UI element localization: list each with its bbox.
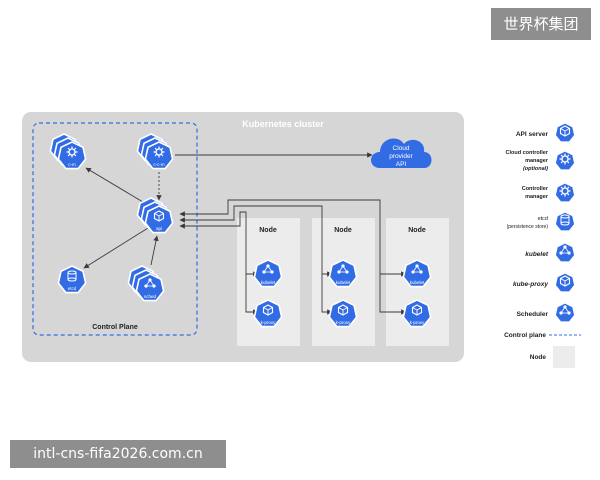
- legend-node: Node: [530, 354, 547, 361]
- svg-text:k-proxy: k-proxy: [336, 320, 352, 325]
- legend-kube-proxy-icon: [554, 272, 576, 293]
- legend-ccm-3: (optional): [523, 166, 548, 172]
- control-plane-label: Control Plane: [92, 324, 138, 331]
- svg-text:k-proxy: k-proxy: [261, 320, 277, 325]
- legend-kube-proxy: kube-proxy: [513, 281, 548, 288]
- legend-ccm-2: manager: [525, 158, 549, 164]
- kube-proxy-icon-2: k-proxy: [328, 299, 358, 328]
- cloud-shape: [371, 138, 432, 168]
- c-c-m-icon: c-c-m: [136, 133, 174, 170]
- svg-text:c-c-m: c-c-m: [153, 162, 164, 167]
- kube-proxy-icon-3: k-proxy: [402, 299, 432, 328]
- kubelet-icon-3: kubelet: [402, 259, 432, 288]
- legend-scheduler-icon: [554, 302, 576, 323]
- watermark-bottom: intl-cns-fifa2026.com.cn: [10, 440, 226, 468]
- cloud-label-3: API: [396, 161, 407, 168]
- legend-kubelet-icon: [554, 242, 576, 263]
- legend-scheduler: Scheduler: [517, 311, 549, 318]
- legend-cm-2: manager: [525, 194, 549, 200]
- legend-api-server: API server: [516, 131, 549, 138]
- cloud-label-1: Cloud: [393, 145, 410, 152]
- legend-cm-1: Controller: [522, 186, 549, 192]
- cluster-title: Kubernetes cluster: [242, 119, 324, 129]
- svg-text:etcd: etcd: [68, 286, 77, 291]
- scheduler-icon: sched: [127, 265, 165, 302]
- node-title-3: Node: [408, 227, 426, 234]
- legend-api-icon: [554, 122, 576, 143]
- control-plane-box: [32, 122, 198, 336]
- svg-text:kubelet: kubelet: [261, 280, 276, 285]
- legend-etcd-1: etcd: [538, 216, 548, 222]
- legend: API server Cloud controller manager (opt…: [504, 122, 581, 368]
- node-title-2: Node: [334, 227, 352, 234]
- etcd-icon: etcd: [57, 265, 87, 294]
- kube-proxy-icon-1: k-proxy: [253, 299, 283, 328]
- legend-node-swatch: [553, 346, 575, 368]
- svg-text:c-m: c-m: [68, 162, 76, 167]
- legend-ccm-1: Cloud controller: [506, 150, 549, 156]
- legend-control-plane: Control plane: [504, 332, 546, 339]
- svg-text:kubelet: kubelet: [410, 280, 425, 285]
- legend-cm-icon: [554, 182, 576, 203]
- cloud-label-2: provider: [389, 153, 413, 160]
- legend-etcd-icon: [554, 211, 576, 232]
- svg-text:kubelet: kubelet: [336, 280, 351, 285]
- kubelet-icon-2: kubelet: [328, 259, 358, 288]
- kubelet-icon-1: kubelet: [253, 259, 283, 288]
- watermark-top: 世界杯集团: [491, 8, 591, 40]
- svg-text:k-proxy: k-proxy: [410, 320, 426, 325]
- legend-etcd-2: (persistence store): [507, 224, 549, 230]
- svg-text:api: api: [156, 226, 162, 231]
- connections: [83, 152, 407, 315]
- node-title-1: Node: [259, 227, 277, 234]
- legend-ccm-icon: [554, 150, 576, 171]
- legend-kubelet: kubelet: [525, 251, 549, 258]
- svg-text:sched: sched: [144, 294, 157, 299]
- api-server-icon: api: [136, 197, 174, 234]
- c-m-icon: c-m: [49, 133, 87, 170]
